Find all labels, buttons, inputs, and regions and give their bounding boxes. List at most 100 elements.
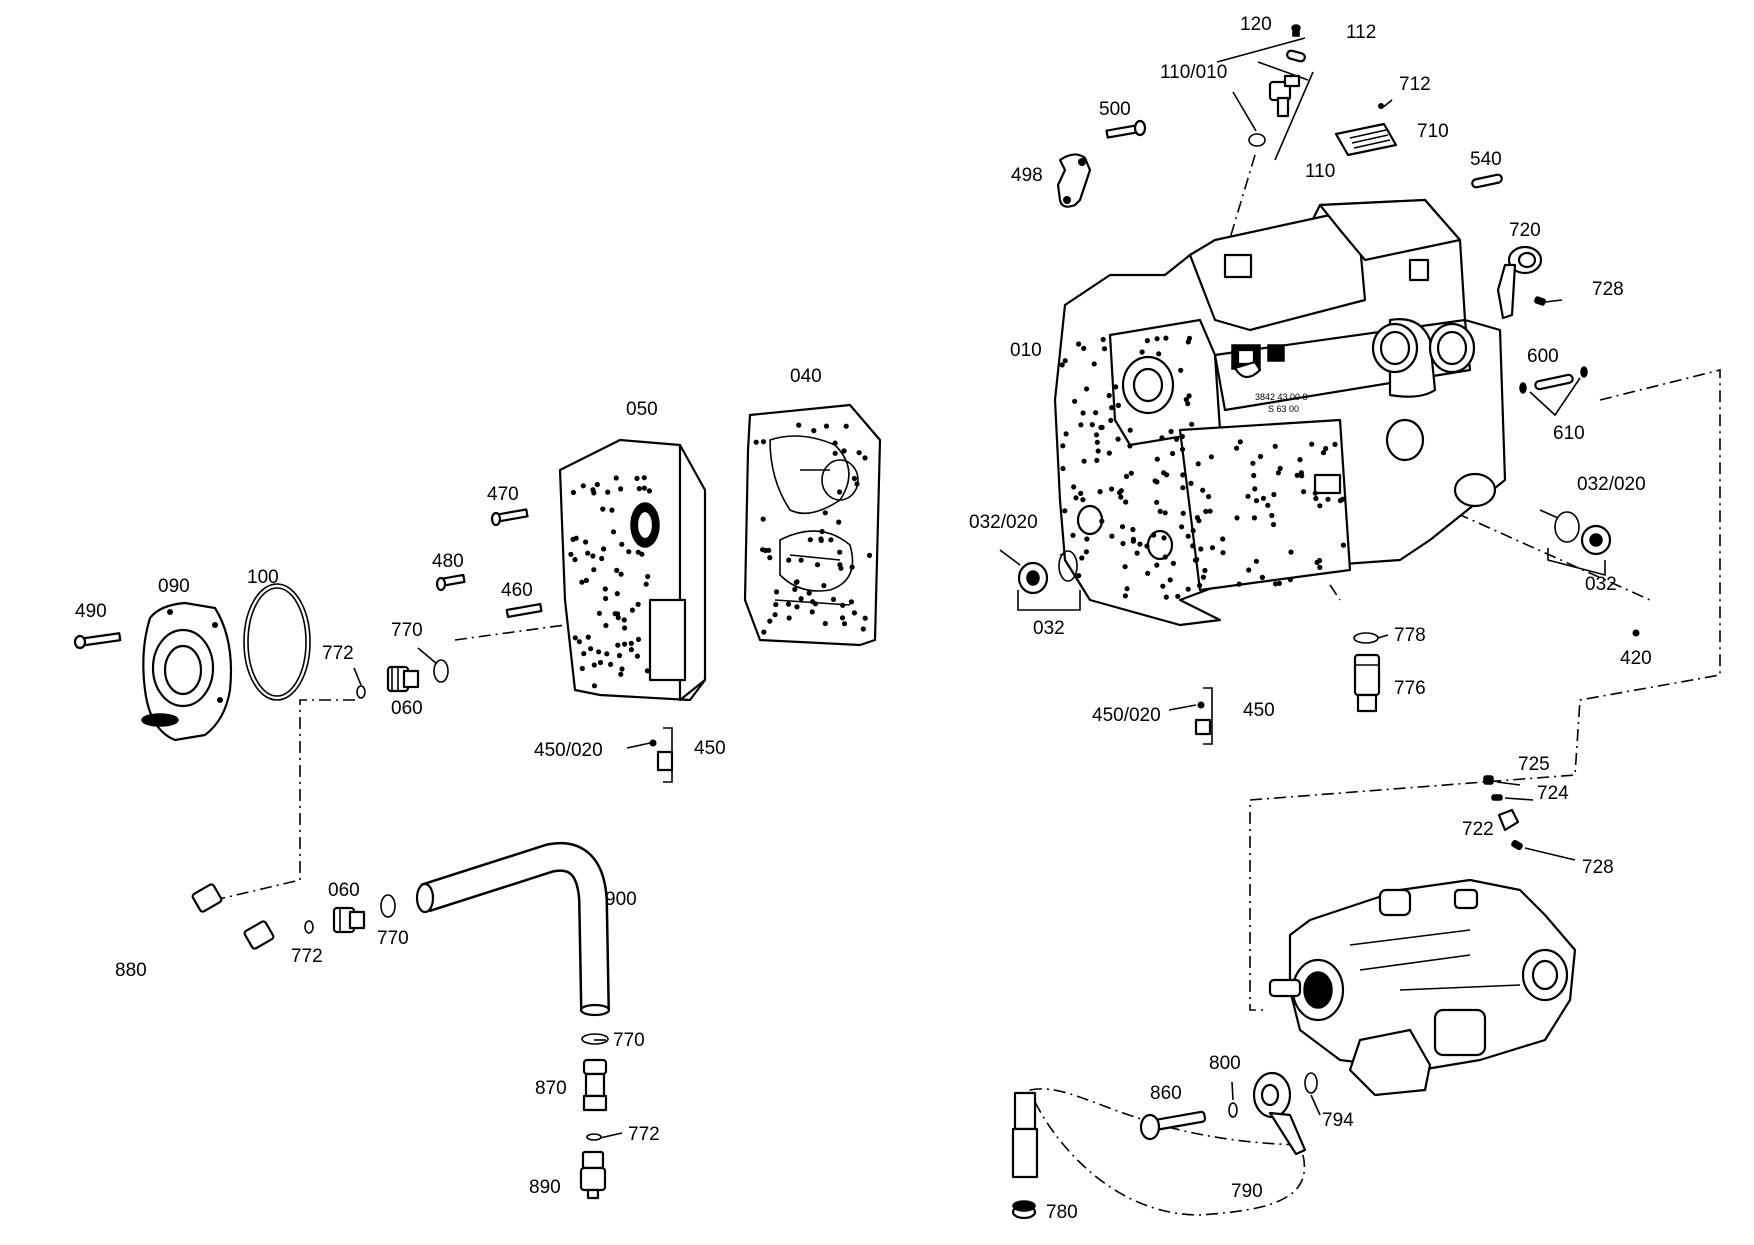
bolt-hole: [634, 653, 641, 659]
cap-780: [1011, 1200, 1037, 1220]
bolt-hole: [773, 601, 779, 608]
bolt-hole: [1236, 581, 1242, 587]
bolt-hole: [588, 646, 594, 652]
bolt-hole: [1180, 510, 1186, 516]
bolt-hole: [1151, 532, 1157, 538]
label-710: 710: [1417, 121, 1449, 142]
bolt-hole: [1062, 508, 1068, 514]
bolt-hole: [1144, 338, 1150, 344]
o-ring-770-middle: [380, 894, 396, 918]
bolt-hole: [1093, 432, 1100, 438]
bolt-hole: [793, 579, 799, 585]
bolt-hole: [1081, 458, 1087, 464]
bolt-hole: [1269, 512, 1275, 519]
bolt-hole: [1109, 533, 1115, 539]
bolt-hole: [1159, 435, 1165, 441]
bolt-hole: [1152, 478, 1158, 484]
bolt-hole: [604, 651, 610, 657]
bolt-hole: [1099, 518, 1105, 524]
banjo-bolt-860: [1139, 1110, 1207, 1141]
bolt-hole: [580, 483, 586, 489]
bolt-hole: [1234, 445, 1240, 451]
screw-728-upper: [1534, 296, 1546, 306]
washer-112: [1286, 49, 1306, 63]
fitting-870: [582, 1058, 608, 1112]
bolt-hole: [1154, 456, 1160, 462]
bolt-hole: [1190, 528, 1196, 534]
o-ring-770-lower: [581, 1033, 609, 1045]
bolt-hole: [1122, 593, 1128, 599]
callout-labels: 010 032/020 032 032/020 032 040 050 060 …: [75, 14, 1652, 1223]
bracket-line-032-left: [1017, 590, 1081, 611]
pin-540: [1471, 173, 1503, 189]
bolt-hole: [1294, 472, 1300, 478]
bolt-hole: [1180, 485, 1186, 491]
bolt-hole: [767, 618, 773, 624]
label-728-upper: 728: [1592, 279, 1624, 300]
bolt-hole: [1167, 577, 1173, 583]
part-722: [1497, 808, 1520, 832]
ring-610-right: [1580, 366, 1588, 378]
bolt-hole: [1179, 446, 1186, 452]
label-032-right: 032: [1585, 574, 1617, 595]
label-780: 780: [1046, 1202, 1078, 1223]
bolt-hole: [603, 595, 609, 602]
o-ring-100-inner: [247, 587, 307, 697]
bolt-hole: [811, 428, 817, 434]
bolt-hole: [618, 571, 624, 577]
bolt-hole: [1106, 450, 1112, 456]
bolt-hole: [1270, 521, 1277, 528]
bolt-hole: [1130, 526, 1136, 533]
bolt-hole: [1076, 341, 1082, 347]
bolt-hole: [1095, 448, 1101, 454]
bolt-hole: [583, 577, 590, 584]
label-890: 890: [529, 1177, 561, 1198]
screw-120: [1291, 24, 1301, 37]
bolt-hole: [1297, 457, 1303, 463]
bolt-hole: [1094, 439, 1100, 445]
bolt-hole: [1080, 497, 1086, 503]
bolt-hole: [1288, 549, 1294, 555]
ring-610-left: [1519, 382, 1527, 394]
bolt-hole: [1260, 495, 1267, 501]
bolt-hole: [1179, 433, 1185, 440]
bolt-hole: [641, 485, 648, 491]
bolt-hole: [1109, 486, 1115, 492]
bolt-hole: [1162, 510, 1168, 516]
bolt-hole: [1179, 524, 1185, 530]
bolt-hole: [605, 489, 611, 495]
valve-body-050: [558, 438, 707, 702]
label-794: 794: [1322, 1110, 1354, 1131]
bolt-hole: [613, 475, 619, 481]
bolt-hole: [615, 615, 621, 621]
bolt-hole: [1189, 421, 1195, 427]
bolt-hole: [1156, 351, 1162, 357]
bolt-hole: [1314, 559, 1320, 566]
bolt-hole: [646, 488, 653, 494]
bolt-hole: [619, 666, 625, 672]
bolt-hole: [821, 583, 827, 589]
bolt-hole: [1202, 567, 1208, 574]
bolt-hole: [1060, 443, 1066, 449]
bolt-hole: [1127, 443, 1133, 449]
bolt-hole: [849, 564, 855, 570]
ring-772-upper: [356, 685, 366, 699]
bolt-hole: [1180, 472, 1186, 478]
bolt-hole: [601, 546, 607, 552]
bolt-hole: [636, 486, 642, 492]
bolt-hole: [1253, 498, 1260, 504]
bolt-hole: [645, 573, 651, 580]
bolt-hole: [1160, 583, 1166, 589]
o-ring-770-upper: [433, 659, 449, 683]
label-060-lower: 060: [328, 880, 360, 901]
bolt-hole: [1194, 556, 1200, 563]
bolt-hole: [1137, 541, 1143, 547]
pump-unit: [1268, 878, 1577, 1097]
bolt-hole: [1091, 361, 1097, 367]
bolt-hole: [1163, 594, 1169, 600]
bolt-470: [490, 508, 529, 527]
o-ring-032-020-left: [1058, 550, 1078, 582]
screw-728-lower: [1511, 839, 1523, 851]
bolt-hole: [823, 423, 830, 429]
label-498: 498: [1011, 165, 1043, 186]
